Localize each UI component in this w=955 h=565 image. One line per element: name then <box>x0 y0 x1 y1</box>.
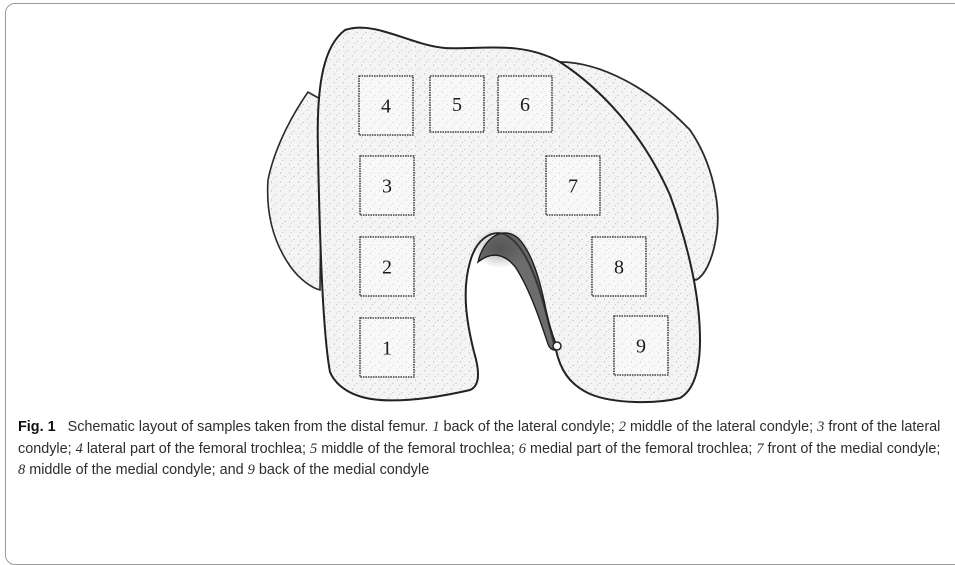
sample-number-1: 1 <box>382 338 392 360</box>
caption-item-text: back of the lateral condyle; <box>444 419 615 435</box>
caption-item-num: 9 <box>248 462 255 478</box>
sample-number-8: 8 <box>614 257 624 279</box>
sample-number-4: 4 <box>381 96 391 118</box>
caption-item-text: middle of the femoral trochlea; <box>321 441 515 457</box>
caption-item-num: 3 <box>817 419 824 435</box>
lateral-flange <box>268 92 322 290</box>
caption-item-text: back of the medial condyle <box>259 462 429 478</box>
caption-item-num: 2 <box>619 419 626 435</box>
sample-number-9: 9 <box>636 336 646 358</box>
sample-number-7: 7 <box>568 176 578 198</box>
sample-number-2: 2 <box>382 257 392 279</box>
caption-lead: Schematic layout of samples taken from t… <box>68 419 429 435</box>
figure-caption: Fig. 1 Schematic layout of samples taken… <box>18 417 943 482</box>
caption-item-text: middle of the medial condyle; <box>29 462 215 478</box>
caption-item-num: 7 <box>756 441 763 457</box>
caption-item-num: 1 <box>432 419 439 435</box>
caption-item-text: front of the medial condyle; <box>768 441 941 457</box>
sample-number-3: 3 <box>382 176 392 198</box>
sample-number-6: 6 <box>520 94 530 116</box>
notch-foramen <box>553 342 561 350</box>
caption-item-text: medial part of the femoral trochlea; <box>530 441 752 457</box>
caption-conjunction: and <box>220 462 244 478</box>
sample-number-5: 5 <box>452 94 462 116</box>
caption-item-num: 4 <box>76 441 83 457</box>
caption-item-num: 8 <box>18 462 25 478</box>
caption-item-text: lateral part of the femoral trochlea; <box>87 441 306 457</box>
caption-item-num: 5 <box>310 441 317 457</box>
caption-item-text: middle of the lateral condyle; <box>630 419 813 435</box>
figure-label: Fig. 1 <box>18 419 56 435</box>
caption-item-num: 6 <box>519 441 526 457</box>
